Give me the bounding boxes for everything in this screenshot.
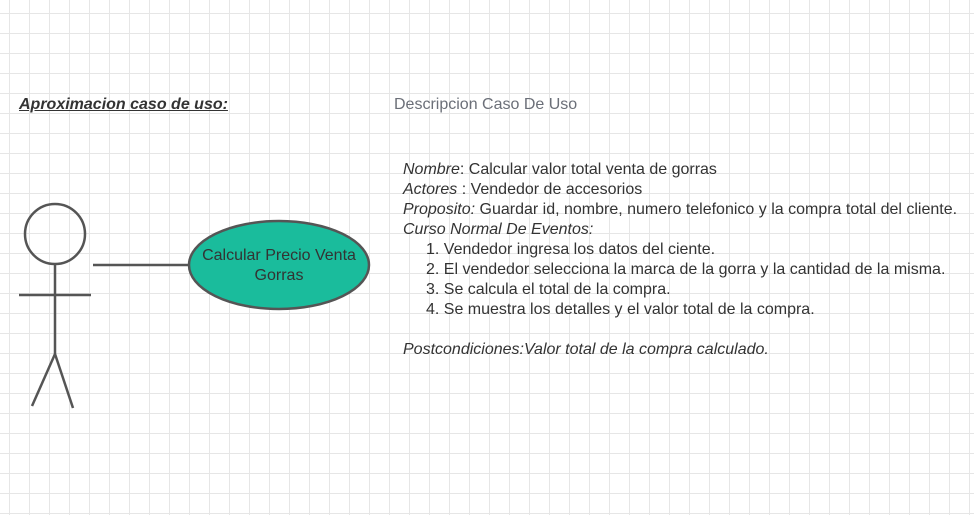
description-heading: Descripcion Caso De Uso bbox=[394, 96, 578, 113]
postcondiciones: Postcondiciones:Valor total de la compra… bbox=[403, 341, 769, 358]
actores-label: Actores bbox=[403, 181, 458, 198]
section-title: Aproximacion caso de uso: bbox=[19, 96, 228, 113]
event-step: 2. El vendedor selecciona la marca de la… bbox=[426, 261, 946, 278]
event-step: 1. Vendedor ingresa los datos del ciente… bbox=[426, 241, 716, 258]
actor-left-leg bbox=[30, 353, 57, 407]
actor-head bbox=[23, 202, 87, 266]
nombre-label: Nombre bbox=[403, 161, 460, 178]
proposito-label: Proposito: bbox=[403, 201, 476, 218]
nombre-value: : Calcular valor total venta de gorras bbox=[459, 161, 717, 178]
proposito-value: Guardar id, nombre, numero telefonico y … bbox=[475, 201, 958, 218]
nombre-row: Nombre: Calcular valor total venta de go… bbox=[403, 160, 973, 180]
actores-value: : Vendedor de accesorios bbox=[457, 181, 643, 198]
use-case-label: Calcular Precio Venta Gorras bbox=[202, 247, 356, 284]
use-case-ellipse[interactable] bbox=[187, 219, 371, 311]
actores-row: Actores : Vendedor de accesorios bbox=[403, 180, 973, 200]
spacer bbox=[403, 320, 973, 340]
proposito-row: Proposito: Guardar id, nombre, numero te… bbox=[403, 200, 973, 220]
event-step: 3. Se calcula el total de la compra. bbox=[426, 281, 671, 298]
event-steps-list: 1. Vendedor ingresa los datos del ciente… bbox=[403, 240, 973, 320]
actor-figure[interactable] bbox=[19, 202, 91, 409]
curso-label: Curso Normal De Eventos: bbox=[403, 221, 594, 238]
actor-right-leg bbox=[53, 353, 75, 409]
event-step: 4. Se muestra los detalles y el valor to… bbox=[426, 301, 815, 318]
use-case-description: Nombre: Calcular valor total venta de go… bbox=[403, 160, 973, 360]
